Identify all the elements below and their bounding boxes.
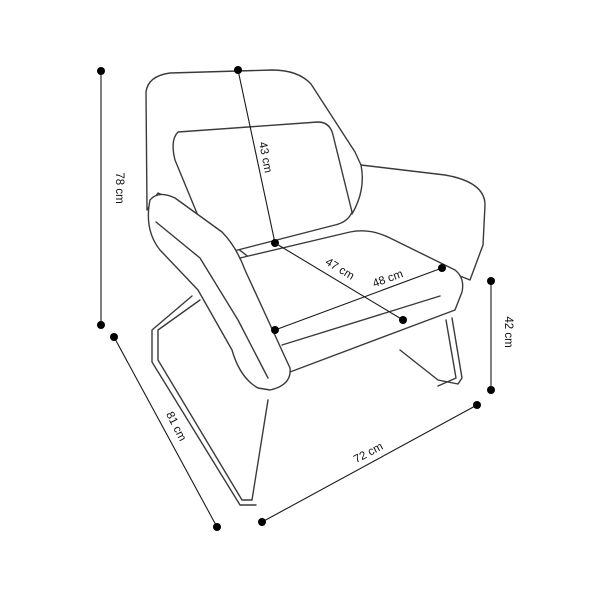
width-dimension-line [261,404,478,523]
depth-end-dot [213,523,221,531]
height-start-dot [97,67,105,75]
right-armrest-inner [351,164,364,215]
seat-depth-dimension-line [274,242,404,321]
depth-start-dot [110,333,118,341]
left-armrest [147,193,291,391]
seat-height-end-dot [487,386,495,394]
height-label: 78 cm [113,172,125,203]
seat-cushion-edge [281,295,441,346]
height-end-dot [97,321,105,329]
width-end-dot [473,401,481,409]
sled-base-left [151,295,269,506]
seat-width-end-dot [438,264,446,272]
left-armrest-seam [155,221,269,379]
backrest-label: 43 cm [256,141,274,174]
seat-height-label: 42 cm [502,316,514,347]
seat-depth-end-dot [399,316,407,324]
backrest-start-dot [234,66,242,74]
width-label: 72 cm [352,441,385,466]
seat-height-start-dot [487,277,495,285]
backrest-dimension-line [237,69,276,244]
seat-width-start-dot [271,326,279,334]
depth-dimension-line [113,336,218,528]
seat-width-dimension-line [274,267,443,331]
sled-base-right [399,317,463,387]
width-start-dot [258,518,266,526]
